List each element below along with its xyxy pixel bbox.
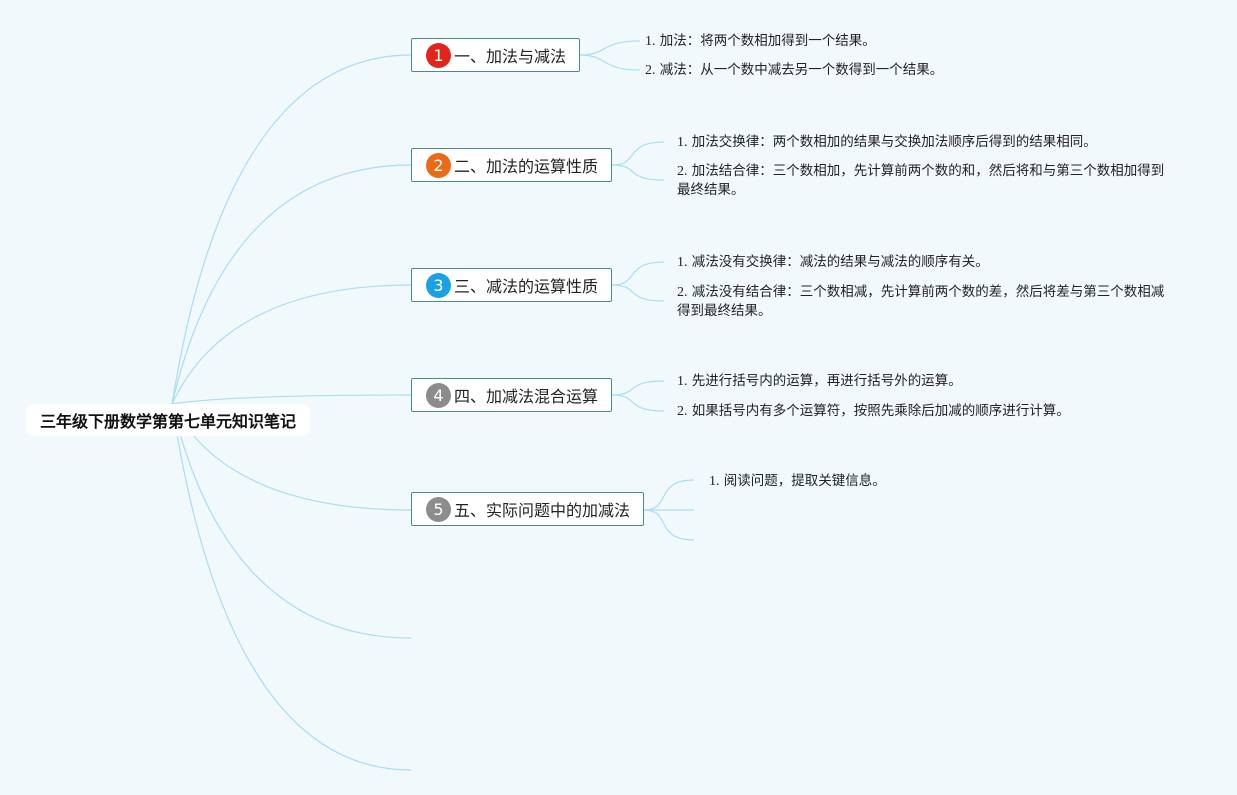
leaf-text: 减法：从一个数中减去另一个数得到一个结果。 xyxy=(659,62,944,78)
leaf-number: 1. xyxy=(677,135,688,150)
root-connector-line xyxy=(171,403,412,771)
leaf-text: 减法没有交换律：减法的结果与减法的顺序有关。 xyxy=(691,254,989,270)
leaf-text: 加法结合律：三个数相加，先计算前两个数的和，然后将和与第三个数相加得到最终结果。 xyxy=(677,163,1165,198)
leaf-topic-3-2[interactable]: 2. 减法没有结合律：三个数相减，先计算前两个数的差，然后将差与第三个数相减得到… xyxy=(677,283,1177,321)
leaf-number: 1. xyxy=(645,34,656,49)
number-5-badge-icon: 5 xyxy=(426,496,451,522)
leaf-connector-line xyxy=(579,54,641,71)
leaf-topic-4-1[interactable]: 1. 先进行括号内的运算，再进行括号外的运算。 xyxy=(677,372,1217,391)
branch-topic-2[interactable]: 2 二、加法的运算性质 xyxy=(411,148,612,182)
leaf-connector-line xyxy=(611,394,665,412)
branch-topic-label: 四、加减法混合运算 xyxy=(454,387,599,406)
root-connector-line xyxy=(171,403,412,639)
root-connector-line xyxy=(171,164,412,405)
leaf-text: 阅读问题，提取关键信息。 xyxy=(723,473,886,489)
root-connector-line xyxy=(171,394,412,405)
leaf-text: 先进行括号内的运算，再进行括号外的运算。 xyxy=(691,373,962,389)
branch-topic-label: 五、实际问题中的加减法 xyxy=(454,501,631,520)
branch-topic-1[interactable]: 1 一、加法与减法 xyxy=(411,38,580,72)
leaf-connector-line xyxy=(643,509,695,541)
branch-topic-4[interactable]: 4 四、加减法混合运算 xyxy=(411,378,612,412)
leaf-topic-2-2[interactable]: 2. 加法结合律：三个数相加，先计算前两个数的和，然后将和与第三个数相加得到最终… xyxy=(677,162,1177,200)
number-4-badge-icon: 4 xyxy=(426,382,451,408)
leaf-number: 2. xyxy=(677,404,688,419)
leaf-number: 2. xyxy=(677,164,688,179)
root-connector-line xyxy=(171,54,412,405)
root-topic-label: 三年级下册数学第第七单元知识笔记 xyxy=(39,412,296,431)
branch-topic-3[interactable]: 3 三、减法的运算性质 xyxy=(411,268,612,302)
branch-topic-5[interactable]: 5 五、实际问题中的加减法 xyxy=(411,492,644,526)
leaf-number: 2. xyxy=(645,63,656,78)
number-1-badge-icon: 1 xyxy=(426,42,451,68)
leaf-topic-2-1[interactable]: 1. 加法交换律：两个数相加的结果与交换加法顺序后得到的结果相同。 xyxy=(677,133,1177,152)
leaf-text: 加法交换律：两个数相加的结果与交换加法顺序后得到的结果相同。 xyxy=(691,134,1097,150)
leaf-topic-4-2[interactable]: 2. 如果括号内有多个运算符，按照先乘除后加减的顺序进行计算。 xyxy=(677,402,1217,421)
number-2-badge-icon: 2 xyxy=(426,152,451,178)
leaf-connector-line xyxy=(611,380,665,396)
leaf-number: 1. xyxy=(709,474,720,489)
leaf-text: 减法没有结合律：三个数相减，先计算前两个数的差，然后将差与第三个数相减得到最终结… xyxy=(677,284,1165,319)
branch-topic-label: 二、加法的运算性质 xyxy=(454,157,599,176)
leaf-connector-line xyxy=(611,141,665,166)
branch-topic-label: 三、减法的运算性质 xyxy=(454,277,599,296)
leaf-connector-line xyxy=(643,479,695,511)
leaf-text: 加法：将两个数相加得到一个结果。 xyxy=(659,33,876,49)
root-connector-line xyxy=(171,284,412,405)
leaf-number: 1. xyxy=(677,374,688,389)
leaf-text: 如果括号内有多个运算符，按照先乘除后加减的顺序进行计算。 xyxy=(691,403,1070,419)
leaf-topic-3-1[interactable]: 1. 减法没有交换律：减法的结果与减法的顺序有关。 xyxy=(677,253,1177,272)
leaf-number: 1. xyxy=(677,255,688,270)
leaf-number: 2. xyxy=(677,285,688,300)
leaf-connector-line xyxy=(611,261,665,286)
leaf-topic-1-2[interactable]: 2. 减法：从一个数中减去另一个数得到一个结果。 xyxy=(645,61,1205,80)
leaf-connector-line xyxy=(611,164,665,181)
leaf-connector-line xyxy=(611,284,665,302)
number-3-badge-icon: 3 xyxy=(426,272,451,298)
root-topic[interactable]: 三年级下册数学第第七单元知识笔记 xyxy=(26,404,310,436)
leaf-topic-1-1[interactable]: 1. 加法：将两个数相加得到一个结果。 xyxy=(645,32,1205,51)
branch-topic-label: 一、加法与减法 xyxy=(454,47,567,66)
leaf-connector-line xyxy=(579,40,641,56)
leaf-topic-5-1[interactable]: 1. 阅读问题，提取关键信息。 xyxy=(709,472,1209,491)
